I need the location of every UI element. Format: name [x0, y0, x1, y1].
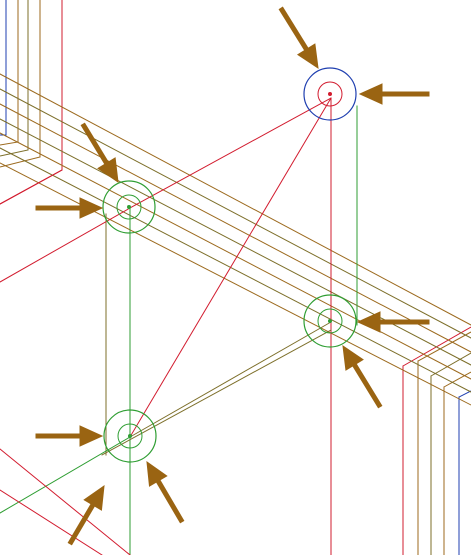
main-diagonal-2: [0, 88, 471, 339]
diagram-arrows: [35, 6, 430, 546]
arrow-top-right-upper: [278, 6, 319, 70]
arrow-top-right-upper-head: [296, 43, 319, 70]
arrow-bottom-left-bottom-right-head: [146, 460, 168, 487]
left-blue-corner: [0, 0, 7, 136]
top-right-node-outer-ring: [303, 67, 357, 121]
left-red-link-2: [0, 169, 63, 205]
arrow-bottom-left-side-head: [79, 425, 104, 447]
left-corner-2: [0, 0, 29, 157]
lower-left-red-link: [0, 448, 131, 555]
arrow-bottom-left-bottom-right-shaft: [154, 477, 185, 524]
arrow-bottom-left-bottom-left-head: [83, 484, 105, 511]
main-diagonal-6: [0, 147, 471, 393]
main-diagonal-3: [0, 103, 471, 353]
arrow-bottom-left-bottom-left: [67, 484, 105, 546]
arrow-right-middle-bottom-head: [342, 344, 364, 371]
arrow-top-right-upper-shaft: [278, 6, 310, 53]
top-right-node-inner-ring: [317, 81, 343, 107]
left-red-diagonal: [129, 97, 332, 438]
left-upper-node-center-dot: [127, 205, 131, 209]
arrow-left-upper-top: [80, 122, 119, 184]
right-middle-node-inner-ring: [317, 308, 343, 334]
arrow-top-right-side: [358, 83, 430, 105]
right-middle-node-center-dot: [328, 319, 332, 323]
lower-left-red-link-2: [0, 489, 103, 555]
left-red-link: [0, 207, 131, 283]
left-upper-node-inner-ring: [116, 194, 142, 220]
top-right-node-center-dot: [328, 92, 332, 96]
right-corner-3: [443, 371, 471, 555]
main-diagonal-5: [0, 132, 471, 380]
arrow-bottom-left-side: [35, 425, 104, 447]
right-middle-node-outer-ring: [303, 294, 357, 348]
right-corner-2: [430, 352, 471, 555]
arrow-right-middle-side: [356, 311, 430, 333]
bottom-left-node-center-dot: [128, 434, 132, 438]
arrow-right-middle-bottom-shaft: [351, 361, 383, 409]
arrow-bottom-left-bottom-left-shaft: [67, 501, 97, 546]
arrow-left-upper-side-head: [79, 197, 104, 219]
arrow-left-upper-top-shaft: [80, 122, 111, 167]
arrow-top-right-side-head: [358, 83, 383, 105]
lower-olive-link: [129, 321, 332, 438]
left-corner-3: [0, 0, 41, 168]
diagram-markers: [102, 67, 357, 463]
right-corner-1: [417, 331, 471, 555]
right-blue-corner: [458, 390, 471, 555]
main-diagonal-7: [0, 162, 471, 406]
upper-red-link: [129, 97, 332, 209]
arrow-bottom-left-bottom-right: [146, 460, 185, 524]
lower-olive-link-2: [101, 329, 332, 456]
arrow-left-upper-top-head: [97, 157, 119, 184]
bottom-left-node-inner-ring: [117, 423, 143, 449]
arrow-right-middle-bottom: [342, 344, 383, 409]
bottom-left-node-outer-ring: [103, 409, 157, 463]
arrow-right-middle-side-head: [356, 311, 381, 333]
main-diagonal-1: [0, 73, 471, 326]
arrow-left-upper-side: [35, 197, 104, 219]
left-upper-node-outer-ring: [102, 180, 156, 234]
